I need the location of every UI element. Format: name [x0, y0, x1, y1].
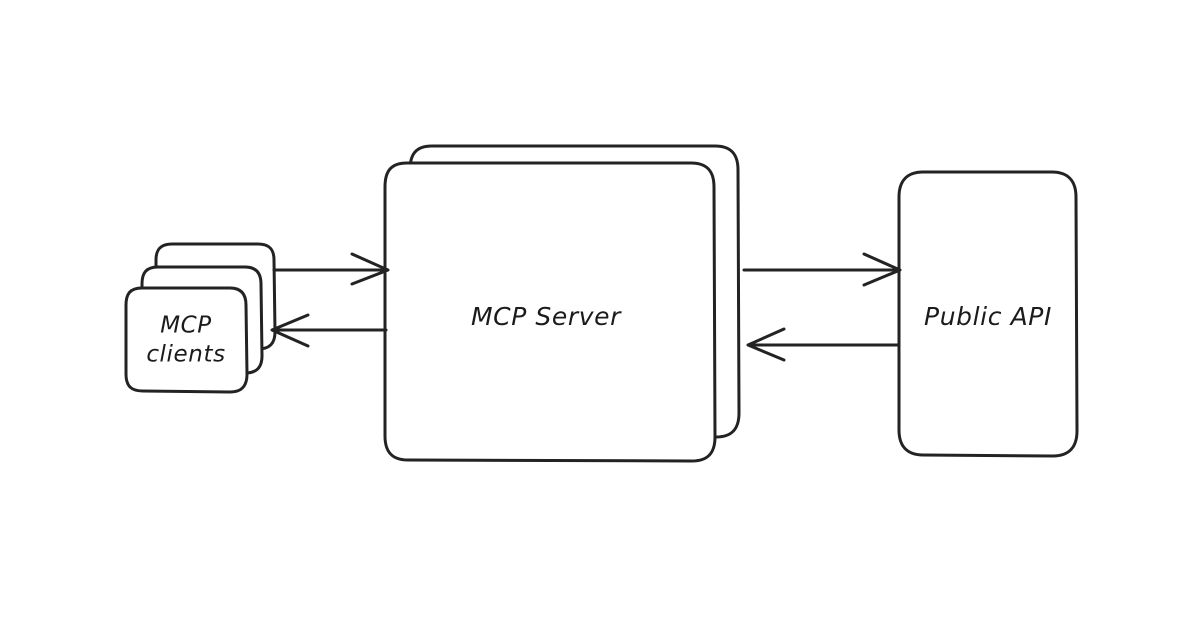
node-mcp-server[interactable]: MCP Server — [383, 144, 741, 463]
edge-server-to-api-arrowhead — [862, 252, 902, 287]
edge-clients-to-server[interactable] — [272, 252, 390, 286]
edge-server-to-clients[interactable] — [270, 313, 388, 348]
mcp-clients-card-front — [124, 286, 249, 394]
mcp-server-label: MCP Server — [471, 302, 622, 331]
node-mcp-clients[interactable]: MCP clients — [124, 242, 277, 394]
public-api-label: Public API — [924, 302, 1052, 331]
mcp-clients-label-line2: clients — [146, 342, 225, 368]
public-api-card — [897, 170, 1079, 458]
edge-server-to-api[interactable] — [742, 252, 902, 287]
edge-api-to-server[interactable] — [746, 327, 900, 362]
node-public-api[interactable]: Public API — [897, 170, 1079, 458]
edge-clients-to-server-arrowhead — [350, 252, 390, 286]
edge-api-to-server-arrowhead — [746, 327, 786, 362]
mcp-clients-label-line1: MCP — [160, 313, 212, 339]
edge-server-to-clients-arrowhead — [270, 313, 310, 348]
mcp-server-card-front — [383, 161, 717, 463]
